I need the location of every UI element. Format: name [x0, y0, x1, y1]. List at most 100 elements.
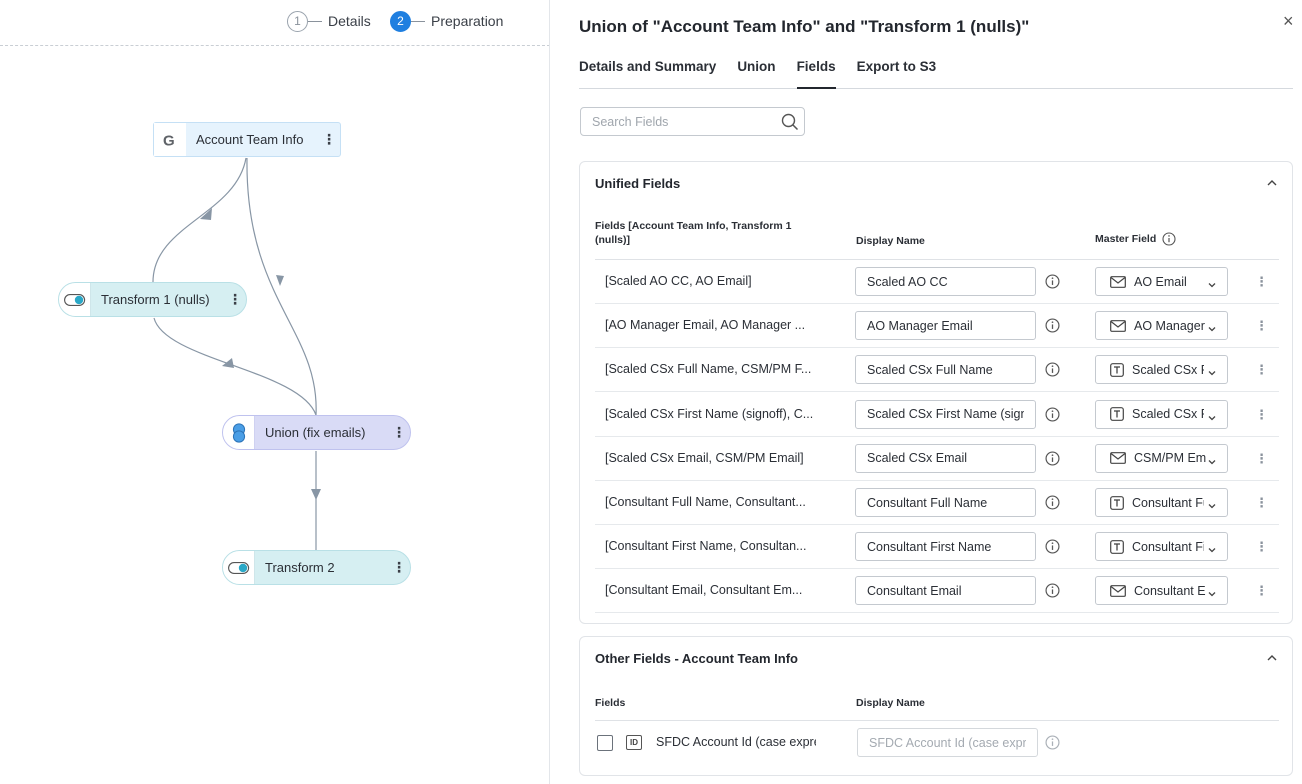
chevron-down-icon [1207, 365, 1217, 383]
table-row: [Consultant First Name, Consultan...Cons… [595, 525, 1279, 570]
row-menu-icon[interactable]: ⋮ [1255, 318, 1268, 334]
node-transform-2[interactable]: Transform 2 ⋮ [222, 550, 411, 585]
edge-source-to-transform1 [152, 157, 247, 284]
master-field-select[interactable]: Consultant First Name [1095, 532, 1228, 562]
node-menu-icon[interactable]: ⋮ [322, 131, 336, 147]
node-menu-icon[interactable]: ⋮ [392, 559, 406, 575]
row-menu-icon[interactable]: ⋮ [1255, 362, 1268, 378]
master-field-select[interactable]: Scaled CSx First Name [1095, 399, 1228, 429]
master-field-value: Scaled CSx Full Name [1132, 362, 1204, 377]
master-field-select[interactable]: Consultant Full Name [1095, 488, 1228, 517]
field-source-names: [Scaled CSx Full Name, CSM/PM F... [605, 362, 812, 377]
node-transform-1[interactable]: Transform 1 (nulls) ⋮ [58, 282, 247, 317]
search-icon[interactable] [781, 113, 799, 136]
master-field-select[interactable]: CSM/PM Email [1095, 443, 1228, 473]
master-field-value: Consultant First Name [1132, 539, 1204, 554]
info-icon[interactable] [1045, 583, 1060, 603]
edge-arrowhead [222, 358, 234, 368]
master-field-select[interactable]: Consultant Email [1095, 576, 1228, 606]
display-name-input[interactable] [855, 311, 1036, 341]
table-row: [AO Manager Email, AO Manager ... AO Mana… [595, 304, 1279, 349]
info-icon[interactable] [1045, 735, 1060, 755]
chevron-down-icon [1207, 498, 1217, 516]
info-icon[interactable] [1045, 451, 1060, 471]
table-row: [Consultant Full Name, Consultant... Cons… [595, 481, 1279, 525]
field-source-names: [AO Manager Email, AO Manager ... [605, 318, 806, 333]
master-field-value: Consultant Full Name [1132, 495, 1204, 510]
text-icon [1110, 407, 1124, 421]
step-details[interactable]: 1 Details [287, 10, 371, 32]
transform-icon [59, 283, 91, 316]
text-icon [1110, 362, 1124, 377]
close-icon[interactable]: × [1283, 11, 1294, 31]
row-menu-icon[interactable]: ⋮ [1255, 450, 1268, 466]
chevron-down-icon [1207, 542, 1217, 560]
master-field-select[interactable]: AO Email [1095, 267, 1228, 296]
email-icon [1110, 452, 1126, 465]
row-menu-icon[interactable]: ⋮ [1255, 539, 1268, 555]
email-icon [1110, 584, 1126, 597]
info-icon[interactable] [1162, 232, 1176, 246]
flow-canvas[interactable]: 1 Details 2 Preparation [0, 0, 550, 784]
search-input[interactable] [581, 114, 771, 129]
tab-fields[interactable]: Fields [796, 56, 836, 89]
row-menu-icon[interactable]: ⋮ [1255, 495, 1268, 510]
tab-union[interactable]: Union [737, 59, 776, 74]
node-label: Transform 2 [265, 560, 335, 575]
master-field-select[interactable]: AO Manager Email [1095, 311, 1228, 341]
display-name-input[interactable] [855, 443, 1036, 473]
master-field-value: AO Email [1134, 274, 1187, 289]
info-icon[interactable] [1045, 495, 1060, 515]
master-field-select[interactable]: Scaled CSx Full Name [1095, 355, 1228, 385]
display-name-input[interactable] [855, 488, 1036, 517]
row-menu-icon[interactable]: ⋮ [1255, 406, 1268, 422]
node-menu-icon[interactable]: ⋮ [392, 424, 406, 440]
field-checkbox[interactable] [597, 735, 613, 751]
row-menu-icon[interactable]: ⋮ [1255, 274, 1268, 289]
info-icon[interactable] [1045, 362, 1060, 382]
display-name-input[interactable] [855, 267, 1036, 296]
stepper-divider [0, 45, 550, 46]
tab-export-to-s3[interactable]: Export to S3 [856, 59, 937, 74]
table-row: [Scaled CSx Email, CSM/PM Email]CSM/PM E… [595, 437, 1279, 481]
table-row: [Scaled CSx Full Name, CSM/PM F... Scaled… [595, 348, 1279, 393]
info-icon[interactable] [1045, 407, 1060, 427]
id-type-icon: ID [626, 735, 642, 750]
google-icon: G [154, 123, 186, 156]
info-icon[interactable] [1045, 539, 1060, 559]
panel-tabs: Details and Summary Union Fields Export … [579, 56, 1293, 89]
node-menu-icon[interactable]: ⋮ [228, 291, 242, 307]
step-connector [411, 20, 425, 22]
display-name-input[interactable] [855, 532, 1036, 562]
transform-icon [223, 551, 255, 584]
table-row: [Consultant Email, Consultant Em...Consu… [595, 569, 1279, 614]
edge-source-to-union [246, 157, 317, 416]
card-title: Other Fields - Account Team Info [595, 651, 798, 666]
step-label: Preparation [431, 13, 504, 29]
header-divider [595, 720, 1279, 721]
row-menu-icon[interactable]: ⋮ [1255, 583, 1268, 599]
field-source-names: [Consultant Full Name, Consultant... [605, 495, 806, 509]
info-icon[interactable] [1045, 318, 1060, 338]
tab-details-and-summary[interactable]: Details and Summary [579, 59, 717, 74]
edge-arrowhead [311, 489, 321, 500]
step-preparation[interactable]: 2 Preparation [390, 10, 503, 32]
chevron-down-icon [1207, 586, 1217, 604]
panel-title: Union of "Account Team Info" and "Transf… [579, 17, 1030, 36]
node-union-fix-emails[interactable]: Union (fix emails) ⋮ [222, 415, 411, 450]
display-name-input[interactable] [855, 399, 1036, 429]
display-name-input[interactable] [855, 355, 1036, 385]
stepper: 1 Details 2 Preparation [0, 0, 550, 44]
svg-text:G: G [163, 132, 175, 148]
column-header-display-name: Display Name [856, 235, 925, 247]
table-row: ID SFDC Account Id (case expression) [595, 723, 1279, 763]
display-name-input[interactable] [855, 576, 1036, 606]
chevron-up-icon[interactable] [1266, 176, 1278, 194]
step-label: Details [328, 13, 371, 29]
step-connector [308, 20, 322, 22]
node-account-team-info[interactable]: G Account Team Info ⋮ [153, 122, 341, 157]
info-icon[interactable] [1045, 274, 1060, 294]
unified-fields-card: Unified Fields Fields [Account Team Info… [579, 161, 1293, 624]
chevron-up-icon[interactable] [1266, 651, 1278, 669]
